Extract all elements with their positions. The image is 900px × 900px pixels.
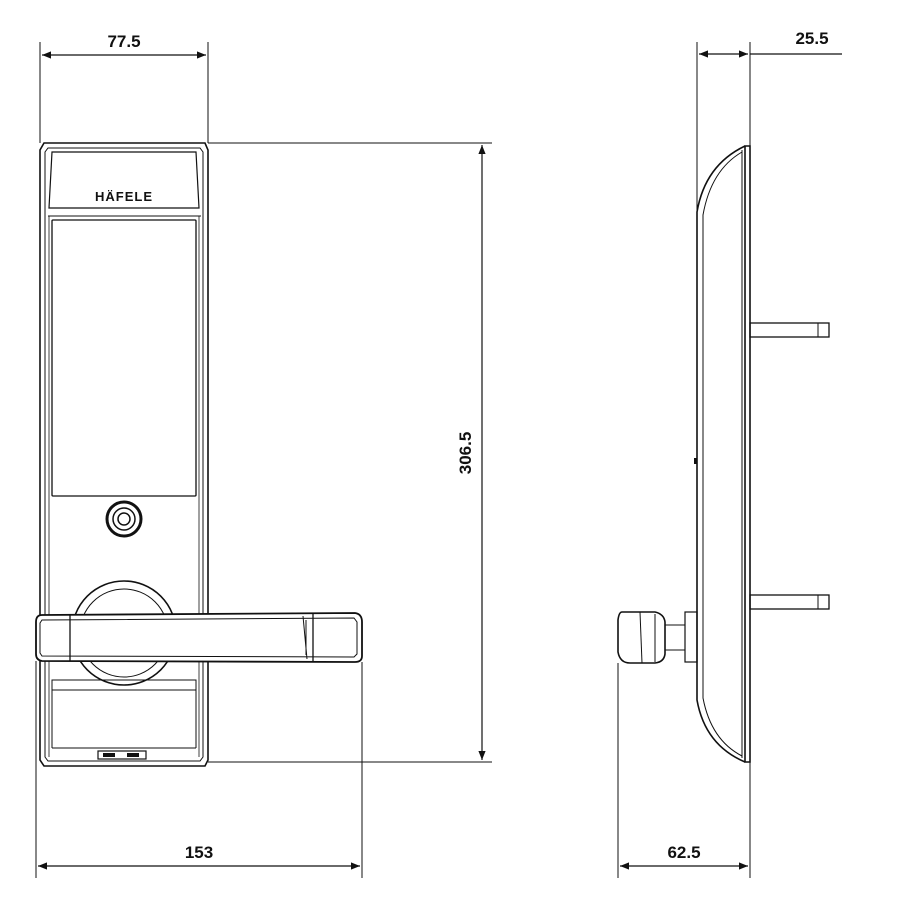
lever-handle xyxy=(35,612,363,663)
battery-contact-icon xyxy=(97,750,147,760)
fingerprint-sensor-icon xyxy=(105,500,143,538)
dimension-front-width: 77.5 xyxy=(107,32,140,51)
dimension-height: 306.5 xyxy=(456,432,475,475)
front-view: HÄFELE xyxy=(35,142,363,767)
brand-logo-text: HÄFELE xyxy=(95,189,153,204)
lever-side-view xyxy=(617,611,698,664)
dimension-side-depth-bottom: 62.5 xyxy=(667,843,700,862)
height-dimension: 306.5 xyxy=(208,142,492,763)
total-width-dimension: 153 xyxy=(35,661,363,878)
side-view xyxy=(617,145,830,763)
front-width-dimension: 77.5 xyxy=(39,32,209,143)
dimension-total-width: 153 xyxy=(185,843,213,862)
dimension-side-depth-top: 25.5 xyxy=(795,29,828,48)
side-depth-bottom-dimension: 62.5 xyxy=(617,663,751,878)
side-depth-top-dimension: 25.5 xyxy=(696,29,842,212)
